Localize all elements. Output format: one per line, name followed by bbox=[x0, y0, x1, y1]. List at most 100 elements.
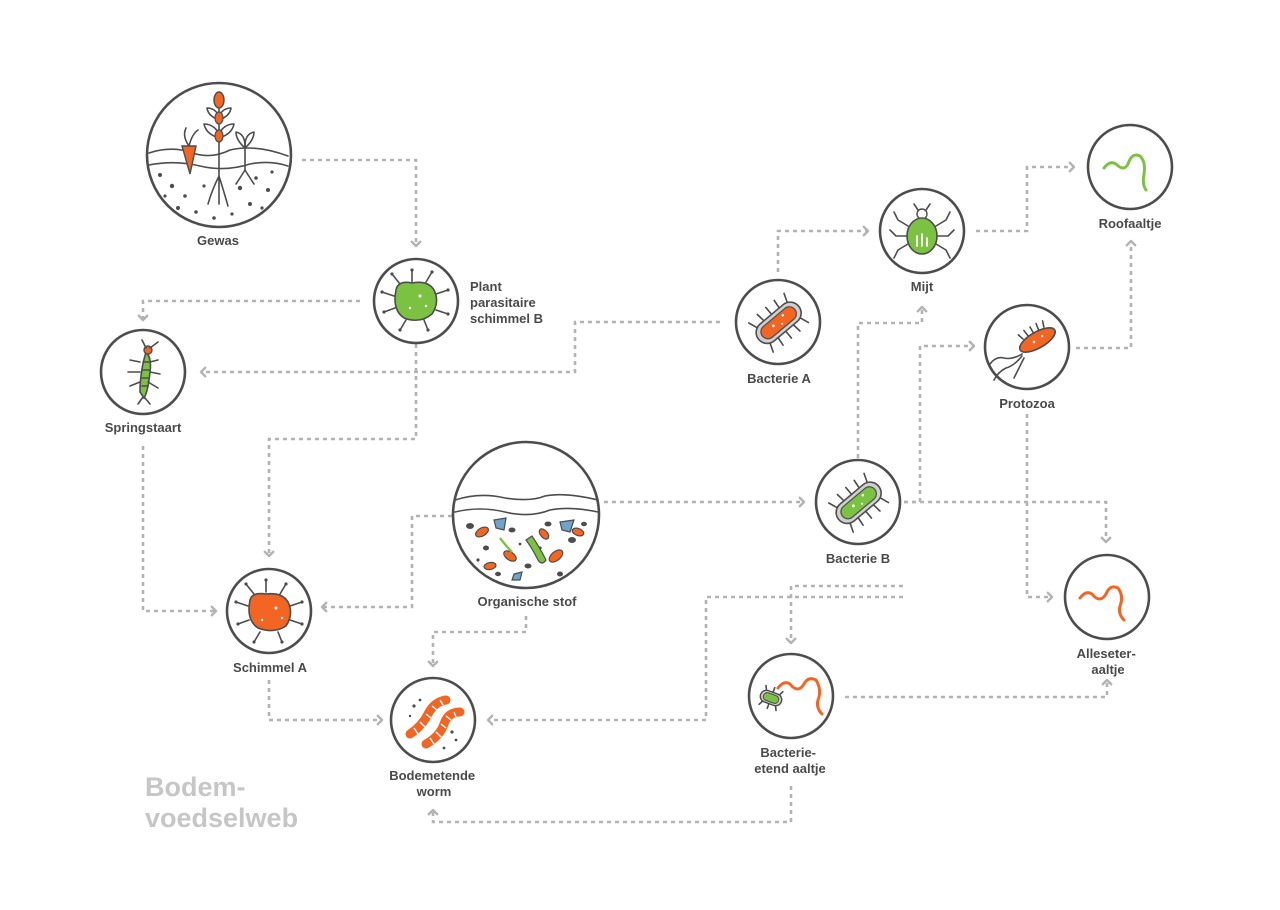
connector-line bbox=[904, 500, 1108, 542]
arrowhead bbox=[263, 550, 275, 558]
connector-line bbox=[488, 595, 903, 722]
orange-bacterium-icon bbox=[748, 292, 810, 353]
connector-line bbox=[789, 584, 903, 643]
mite-icon bbox=[889, 203, 955, 259]
connector-line bbox=[141, 299, 360, 320]
connector-mijt-to-roofaaltje bbox=[976, 161, 1076, 233]
arrowhead bbox=[199, 366, 207, 378]
arrowhead bbox=[1046, 591, 1054, 603]
connector-line bbox=[431, 616, 528, 666]
connector-line bbox=[1076, 241, 1133, 350]
connector-line bbox=[856, 307, 924, 458]
connector-line bbox=[267, 680, 382, 722]
earthworm-icon bbox=[405, 695, 465, 750]
orange-fungus-icon bbox=[234, 578, 304, 644]
green-fungus-icon bbox=[380, 268, 450, 332]
connector-bacterie_etend_aaltje-to-bodemetende_worm bbox=[427, 786, 793, 824]
node-label-bodemetende-worm: Bodemetende worm bbox=[389, 768, 479, 799]
node-roofaaltje: Roofaaltje bbox=[1086, 123, 1174, 231]
arrowhead bbox=[320, 601, 328, 613]
connector-bacterie_b-to-protozoa bbox=[904, 340, 976, 504]
bacteria-eating-nematode-icon bbox=[758, 677, 824, 716]
node-alleseteraaltje: Alleseter- aaltje bbox=[1063, 553, 1151, 677]
crop-soil-icon bbox=[148, 91, 289, 220]
node-plant-parasitaire-schimmel-b: Plant parasitaire schimmel B bbox=[372, 257, 543, 345]
arrowhead bbox=[1125, 239, 1137, 247]
connector-line bbox=[302, 158, 418, 246]
arrowhead bbox=[785, 637, 797, 645]
connector-layer bbox=[137, 158, 1137, 824]
connector-line bbox=[267, 344, 418, 556]
orange-nematode-icon bbox=[1078, 585, 1126, 622]
node-label-bacterie-a: Bacterie A bbox=[747, 371, 811, 386]
node-label-bacterie-etend-aaltje: Bacterie- etend aaltje bbox=[754, 745, 826, 776]
node-label-organische-stof: Organische stof bbox=[478, 594, 578, 609]
connector-bacterie_etend_aaltje-to-alleseteraaltje bbox=[845, 678, 1113, 699]
connector-line bbox=[1025, 414, 1052, 599]
connector-schimmel_a-to-bodemetende_worm bbox=[267, 680, 384, 726]
node-label-alleseteraaltje: Alleseter- aaltje bbox=[1077, 646, 1140, 677]
node-label-roofaaltje: Roofaaltje bbox=[1099, 216, 1162, 231]
arrowhead bbox=[862, 225, 870, 237]
connector-bacterie_a-to-mijt bbox=[776, 225, 870, 272]
connector-protozoa-to-alleseteraaltje bbox=[1025, 414, 1054, 603]
node-schimmel-a: Schimmel A bbox=[225, 567, 313, 675]
connector-bacterie_b-to-alleseteraaltje bbox=[904, 500, 1112, 544]
organic-matter-icon bbox=[454, 493, 599, 581]
node-label-springstaart: Springstaart bbox=[105, 420, 182, 435]
connector-line bbox=[322, 514, 452, 609]
connector-line bbox=[201, 320, 720, 374]
connector-line bbox=[141, 446, 216, 613]
arrowhead bbox=[427, 660, 439, 668]
connector-protozoa-to-roofaaltje bbox=[1076, 239, 1137, 350]
connector-bacterie_b-to-bacterie_etend_aaltje bbox=[785, 584, 903, 645]
connector-organische_stof-to-bodemetende_worm bbox=[427, 616, 528, 668]
diagram-title: Bodem- voedselweb bbox=[145, 772, 298, 833]
node-bacterie-a: Bacterie A bbox=[734, 278, 822, 386]
connector-plant_parasitaire_schimmel_b-to-springstaart bbox=[137, 299, 360, 322]
arrowhead bbox=[916, 305, 928, 313]
arrowhead bbox=[376, 714, 384, 726]
node-label-schimmel-a: Schimmel A bbox=[233, 660, 308, 675]
connector-bacterie_a-to-springstaart bbox=[199, 320, 720, 378]
arrowhead bbox=[1100, 536, 1112, 544]
node-organische-stof: Organische stof bbox=[451, 440, 601, 609]
node-label-plant-parasitaire-schimmel-b: Plant parasitaire schimmel B bbox=[470, 279, 543, 326]
connector-line bbox=[904, 344, 974, 504]
arrowhead bbox=[798, 496, 806, 508]
springtail-icon bbox=[127, 339, 161, 405]
green-bacterium-icon bbox=[828, 472, 890, 533]
connector-organische_stof-to-bacterie_b bbox=[604, 496, 806, 508]
connector-line bbox=[845, 680, 1109, 699]
node-label-gewas: Gewas bbox=[197, 233, 239, 248]
arrowhead bbox=[1101, 678, 1113, 686]
node-label-bacterie-b: Bacterie B bbox=[826, 551, 890, 566]
connector-line bbox=[431, 786, 793, 824]
connector-bacterie_b-to-bodemetende_worm bbox=[486, 595, 903, 726]
connector-plant_parasitaire_schimmel_b-to-schimmel_a bbox=[263, 344, 418, 558]
connector-line bbox=[976, 165, 1074, 233]
node-bacterie-etend-aaltje: Bacterie- etend aaltje bbox=[747, 652, 835, 776]
node-label-protozoa: Protozoa bbox=[999, 396, 1055, 411]
arrowhead bbox=[427, 808, 439, 816]
arrowhead bbox=[968, 340, 976, 352]
arrowhead bbox=[1068, 161, 1076, 173]
green-nematode-icon bbox=[1102, 153, 1148, 192]
connector-springstaart-to-schimmel_a bbox=[141, 446, 218, 617]
arrowhead bbox=[137, 314, 149, 322]
node-gewas: Gewas bbox=[145, 81, 293, 248]
node-mijt: Mijt bbox=[878, 187, 966, 294]
arrowhead bbox=[410, 240, 422, 248]
connector-organische_stof-to-schimmel_a bbox=[320, 514, 452, 613]
node-springstaart: Springstaart bbox=[99, 328, 187, 435]
connector-line bbox=[776, 229, 868, 272]
node-bacterie-b: Bacterie B bbox=[814, 458, 902, 566]
connector-gewas-to-plant_parasitaire_schimmel_b bbox=[302, 158, 422, 248]
arrowhead bbox=[210, 605, 218, 617]
node-protozoa: Protozoa bbox=[983, 303, 1071, 411]
connector-bacterie_b-to-mijt bbox=[856, 305, 928, 458]
node-bodemetende-worm: Bodemetende worm bbox=[389, 676, 479, 799]
protozoa-icon bbox=[989, 320, 1057, 381]
arrowhead bbox=[486, 714, 494, 726]
